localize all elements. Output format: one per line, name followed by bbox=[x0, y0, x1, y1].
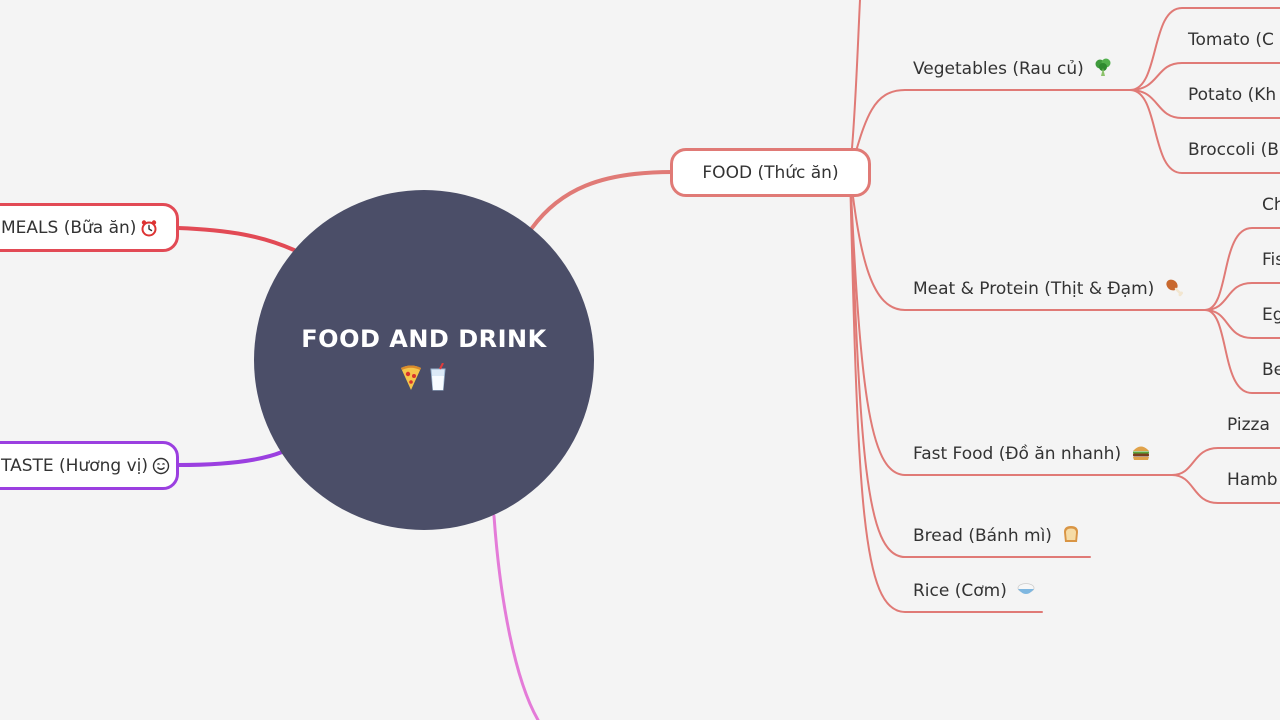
connector-meals-branch bbox=[176, 226, 296, 252]
connector-potato bbox=[1129, 62, 1280, 91]
rice-bowl-icon bbox=[1016, 579, 1036, 599]
leaf-meat-1[interactable]: Ch bbox=[1262, 195, 1280, 215]
leaf-pizza[interactable]: Pizza bbox=[1227, 415, 1270, 435]
poultry-leg-icon bbox=[1164, 277, 1184, 297]
food-branch-node[interactable]: FOOD (Thức ăn) bbox=[670, 148, 871, 197]
connector-bottom-branch bbox=[492, 514, 540, 720]
vegetables-node[interactable]: Vegetables (Rau củ) bbox=[913, 57, 1113, 80]
meals-branch-node[interactable]: MEALS (Bữa ăn) bbox=[0, 203, 179, 252]
leaf-meat-3[interactable]: Eg bbox=[1262, 305, 1280, 325]
fast-food-node[interactable]: Fast Food (Đồ ăn nhanh) bbox=[913, 442, 1151, 465]
connector-hamb bbox=[1171, 474, 1280, 504]
leaf-broccoli[interactable]: Broccoli (B bbox=[1188, 140, 1279, 160]
bread-node[interactable]: Bread (Bánh mì) bbox=[913, 524, 1081, 547]
connector-taste-branch bbox=[176, 450, 284, 467]
smiling-face-icon bbox=[152, 457, 170, 475]
connector-fast-food bbox=[849, 171, 1173, 476]
leaf-tomato[interactable]: Tomato (C bbox=[1188, 30, 1274, 50]
taste-branch-node[interactable]: TASTE (Hương vị) bbox=[0, 441, 179, 490]
connector-broccoli bbox=[1129, 89, 1280, 174]
connector-be bbox=[1204, 309, 1280, 394]
meat-protein-node[interactable]: Meat & Protein (Thịt & Đạm) bbox=[913, 277, 1184, 300]
connector-food-upward bbox=[851, 0, 861, 149]
glass-of-milk-icon bbox=[427, 362, 449, 395]
vegetables-label: Vegetables (Rau củ) bbox=[913, 59, 1084, 79]
leaf-hamburger[interactable]: Hamb bbox=[1227, 470, 1278, 490]
connector-food-branch bbox=[530, 170, 674, 230]
food-branch-label: FOOD (Thức ăn) bbox=[702, 162, 839, 183]
connector-meat-protein bbox=[849, 171, 1206, 311]
central-topic[interactable]: FOOD AND DRINK bbox=[254, 190, 594, 530]
rice-label: Rice (Cơm) bbox=[913, 581, 1007, 601]
connector-ch bbox=[1204, 227, 1280, 311]
pizza-icon bbox=[399, 363, 423, 395]
connector-bread bbox=[849, 171, 1091, 558]
connector-fis bbox=[1204, 282, 1280, 311]
rice-node[interactable]: Rice (Cơm) bbox=[913, 579, 1036, 602]
connector-rice bbox=[849, 171, 1043, 613]
connector-vegetables bbox=[849, 89, 1131, 173]
meat-protein-label: Meat & Protein (Thịt & Đạm) bbox=[913, 279, 1155, 299]
hamburger-icon bbox=[1131, 442, 1151, 462]
taste-branch-label: TASTE (Hương vị) bbox=[1, 455, 148, 476]
fast-food-label: Fast Food (Đồ ăn nhanh) bbox=[913, 444, 1122, 464]
bread-label: Bread (Bánh mì) bbox=[913, 526, 1052, 546]
leaf-meat-4[interactable]: Be bbox=[1262, 360, 1280, 380]
connector-eg bbox=[1204, 309, 1280, 339]
alarm-clock-icon bbox=[140, 219, 158, 237]
leaf-potato[interactable]: Potato (Kh bbox=[1188, 85, 1277, 105]
central-topic-title: FOOD AND DRINK bbox=[301, 325, 547, 353]
leaf-meat-2[interactable]: Fis bbox=[1262, 250, 1280, 270]
meals-branch-label: MEALS (Bữa ăn) bbox=[1, 217, 137, 238]
bread-icon bbox=[1061, 524, 1081, 544]
connector-pizza bbox=[1171, 447, 1280, 476]
connector-tomato bbox=[1129, 7, 1280, 91]
connector-potato-under bbox=[1129, 89, 1280, 119]
broccoli-icon bbox=[1093, 57, 1113, 77]
